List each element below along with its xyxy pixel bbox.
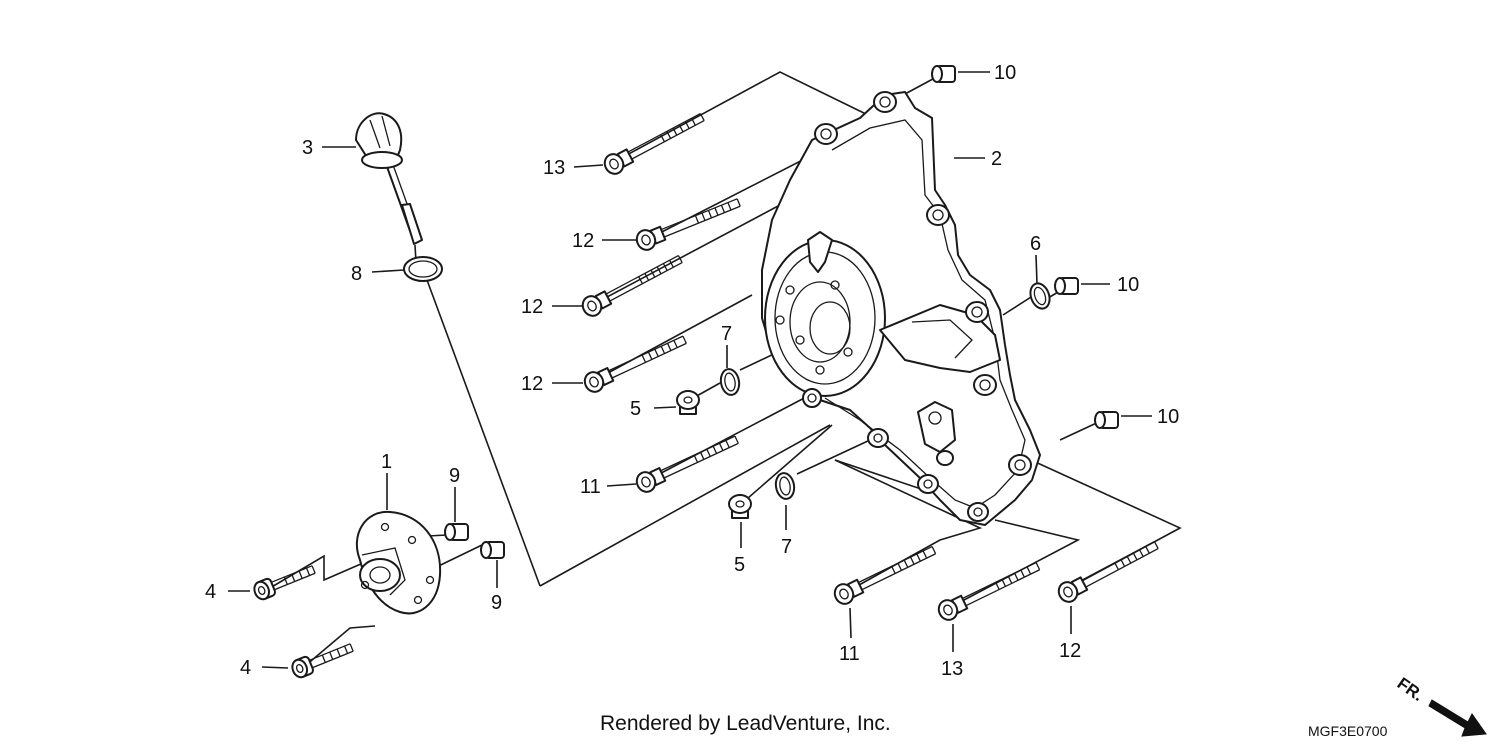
callout-9-b: 9: [491, 592, 502, 614]
bolt-12-c: [580, 329, 690, 396]
bolt-11-upper: [632, 429, 742, 496]
callout-13-a: 13: [543, 157, 565, 179]
o-ring: [403, 256, 443, 282]
bolt-12-b: [578, 249, 686, 321]
direction-label: FR.: [1394, 674, 1427, 705]
callout-10-c: 10: [1157, 406, 1179, 428]
callout-10-b: 10: [1117, 274, 1139, 296]
callout-3: 3: [302, 137, 313, 159]
washer-6: [1026, 279, 1054, 313]
callout-12-b: 12: [521, 296, 543, 318]
callout-13-b: 13: [941, 658, 963, 680]
callout-1: 1: [381, 451, 392, 473]
callout-5-b: 5: [734, 554, 745, 576]
callout-10-a: 10: [994, 62, 1016, 84]
front-direction-arrow-icon: FR.: [1394, 674, 1487, 737]
callout-2: 2: [991, 148, 1002, 170]
callout-11-a: 11: [580, 476, 601, 498]
callout-5-a: 5: [630, 398, 641, 420]
callout-12-d: 12: [1059, 640, 1081, 662]
callout-4-a: 4: [205, 581, 216, 603]
socket-bolt-4-a: [250, 560, 319, 603]
washer-7-lower: [772, 470, 798, 502]
socket-bolt-4-b: [288, 638, 357, 681]
bearing-holder-flange: [355, 510, 442, 615]
callout-4-b: 4: [240, 657, 251, 679]
oil-filler-cap: [355, 112, 423, 245]
callout-7-a: 7: [721, 323, 732, 345]
bolt-13-lower: [934, 556, 1044, 624]
callout-ticks: [228, 71, 1152, 669]
right-crankcase-cover: [761, 91, 1041, 526]
callout-8: 8: [351, 263, 362, 285]
dowel-pin-10-c: [1094, 411, 1119, 429]
callout-9-a: 9: [449, 465, 460, 487]
bolt-12-d: [1054, 535, 1162, 607]
callout-7-b: 7: [781, 536, 792, 558]
bolt-13-upper: [600, 107, 708, 179]
dowel-pin-10-a: [931, 65, 956, 83]
callout-6: 6: [1030, 233, 1041, 255]
callout-12-a: 12: [572, 230, 594, 252]
diagram-code: MGF3E0700: [1308, 723, 1388, 739]
dowel-pin-9-a: [444, 523, 469, 541]
plug-5-upper: [676, 390, 700, 415]
bolt-11-lower: [830, 540, 940, 608]
callout-12-c: 12: [521, 373, 543, 395]
dowel-pin-9-b: [480, 541, 505, 559]
plug-5-lower: [728, 494, 752, 519]
washer-7-upper: [717, 366, 743, 398]
dowel-pin-10-b: [1054, 277, 1079, 295]
callout-11-b: 11: [839, 643, 860, 665]
bolt-12-a: [632, 192, 744, 254]
rendered-by-credit: Rendered by LeadVenture, Inc.: [600, 712, 891, 735]
